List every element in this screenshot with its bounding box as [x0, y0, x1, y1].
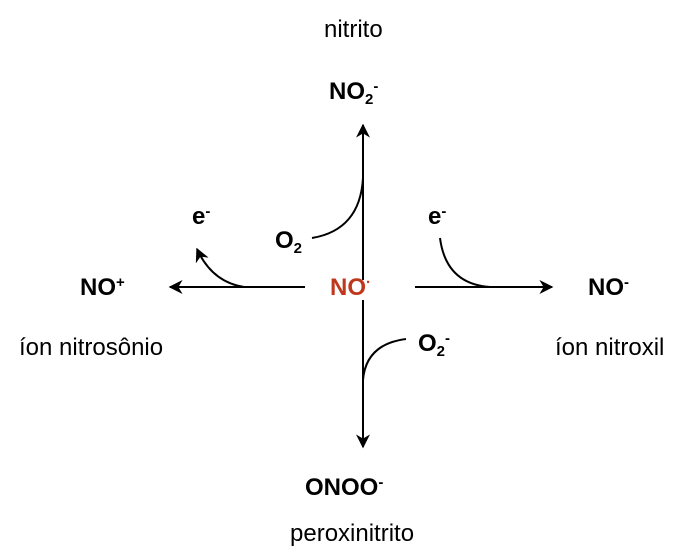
peroxynitrite-formula: ONOO- [305, 473, 384, 501]
electron-curve-left [195, 247, 245, 288]
electron-curve-right [439, 237, 491, 288]
nitrosonium-formula: NO+ [80, 273, 125, 301]
o2-curve-bottom [362, 338, 407, 381]
center-formula-base: NO [330, 274, 366, 301]
o2-curve-top [311, 177, 364, 239]
oxygen-reagent-top: O2 [275, 227, 303, 258]
nitroxyl-formula: NO- [588, 273, 629, 301]
electron-reagent-right: e- [428, 202, 447, 230]
nitroxyl-name: íon nitroxil [555, 334, 665, 361]
nitrite-name: nitrito [324, 16, 383, 43]
nitrosonium-name: íon nitrosônio [19, 334, 164, 361]
nitric-oxide-center: NO· [330, 273, 371, 301]
center-radical-dot: · [366, 273, 371, 291]
superoxide-reagent-bottom: O2- [418, 329, 451, 361]
electron-reagent-left: e- [192, 202, 211, 230]
peroxynitrite-name: peroxinitrito [290, 520, 415, 547]
nitrite-formula: NO2- [329, 77, 379, 109]
